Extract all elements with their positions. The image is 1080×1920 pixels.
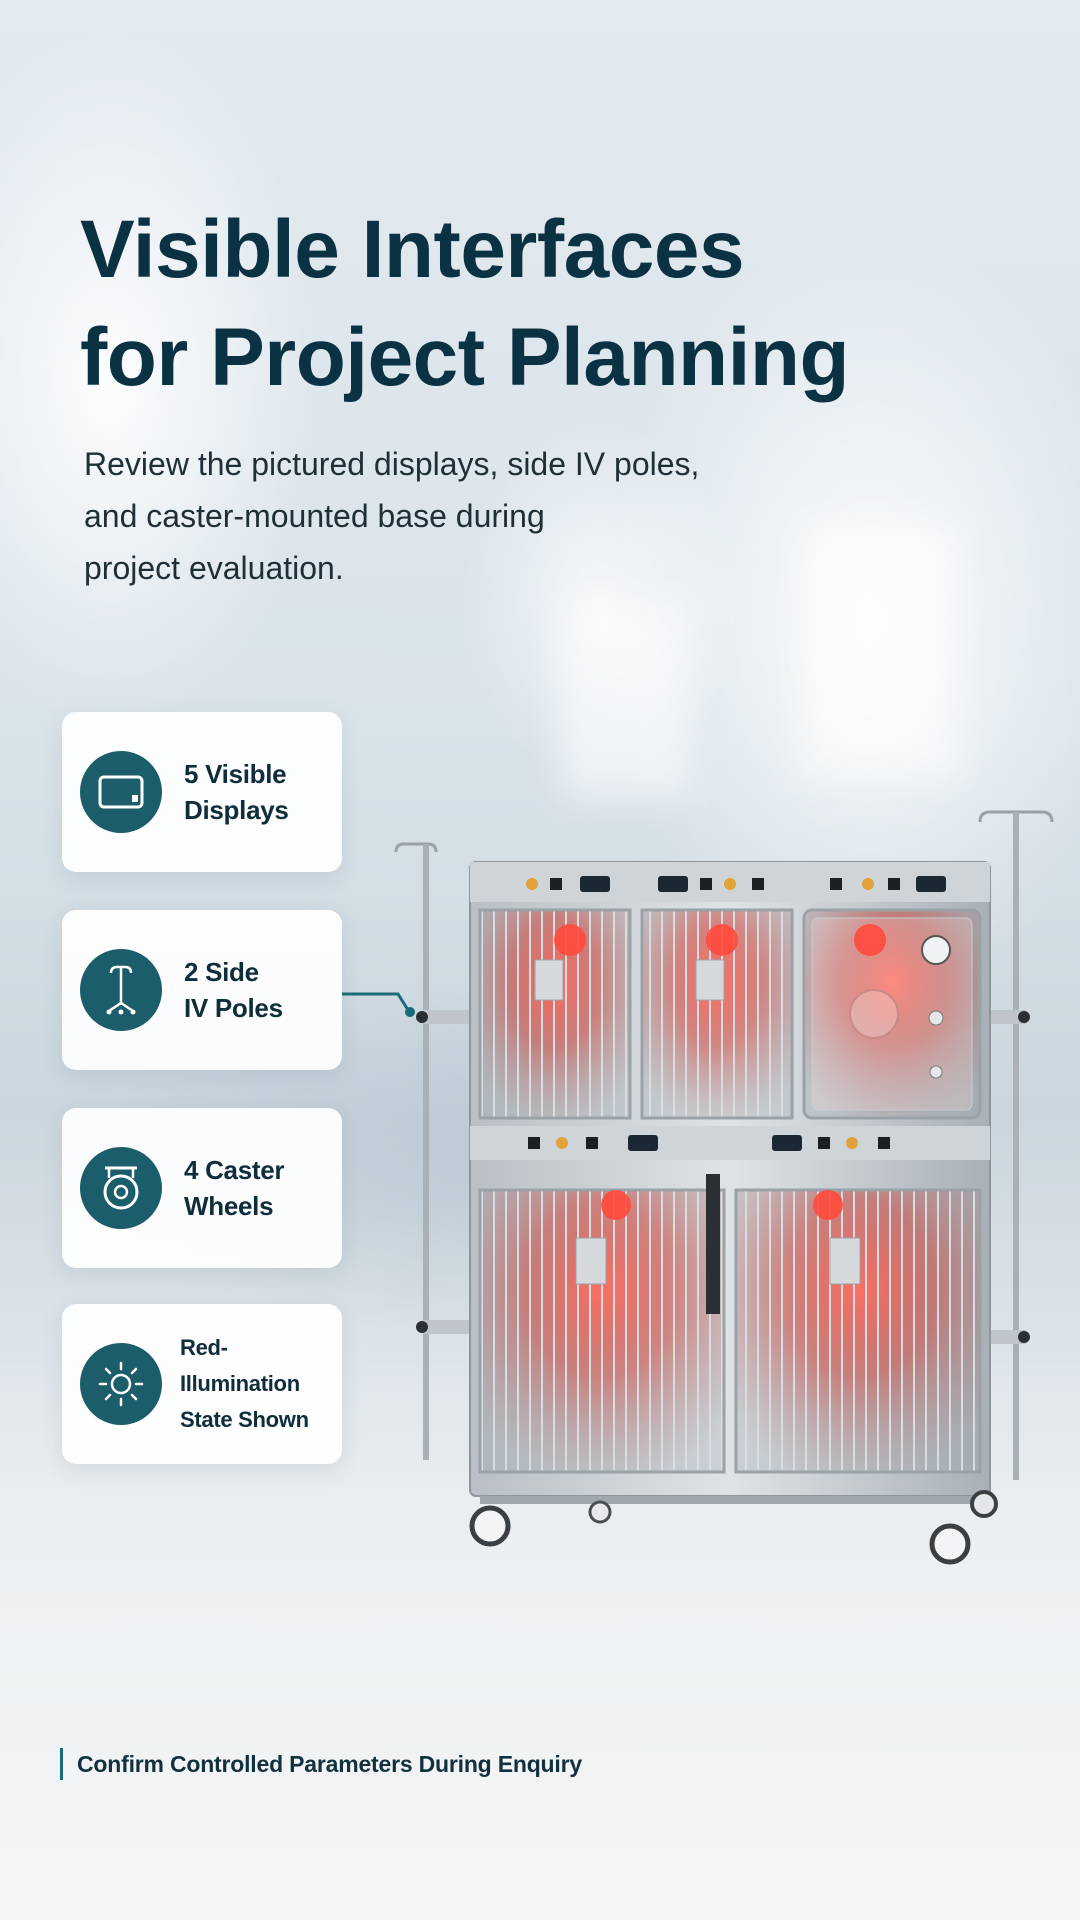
callout-connector xyxy=(342,992,415,1017)
page-subtitle: Review the pictured displays, side IV po… xyxy=(84,438,784,594)
feature-label: Red-Illumination State Shown xyxy=(180,1335,309,1432)
footer-cta: Confirm Controlled Parameters During Enq… xyxy=(60,1748,582,1780)
feature-card-displays: 5 Visible Displays xyxy=(62,712,342,872)
feature-label: 5 Visible Displays xyxy=(184,759,289,825)
display-icon xyxy=(628,1135,658,1151)
display-icon xyxy=(772,1135,802,1151)
feature-label: 2 Side IV Poles xyxy=(184,957,283,1023)
page-title: Visible Interfaces for Project Planning xyxy=(80,196,980,412)
lower-compartments xyxy=(478,1174,982,1474)
caster-wheels xyxy=(469,1490,998,1565)
display-icon xyxy=(916,876,946,892)
background-blur-window xyxy=(800,520,960,780)
top-control-strip xyxy=(470,862,990,902)
caster-wheel-icon xyxy=(80,1147,162,1229)
feature-card-iv-poles: 2 Side IV Poles xyxy=(62,910,342,1070)
feature-card-caster-wheels: 4 Caster Wheels xyxy=(62,1108,342,1268)
subtitle-line-3: project evaluation. xyxy=(84,550,344,586)
title-line-1: Visible Interfaces xyxy=(80,204,745,295)
subtitle-line-2: and caster-mounted base during xyxy=(84,498,545,534)
title-line-2: for Project Planning xyxy=(80,312,850,403)
feature-label: 4 Caster Wheels xyxy=(184,1155,285,1221)
feature-card-red-illumination: Red-Illumination State Shown xyxy=(62,1304,342,1464)
display-icon xyxy=(580,876,610,892)
upper-compartments xyxy=(478,908,982,1120)
iv-pole-icon xyxy=(80,949,162,1031)
sun-icon xyxy=(80,1343,162,1425)
display-icon xyxy=(80,751,162,833)
background-blur-window xyxy=(560,600,690,800)
cabinet-illustration xyxy=(394,810,1054,1565)
subtitle-line-1: Review the pictured displays, side IV po… xyxy=(84,446,700,482)
display-icon xyxy=(658,876,688,892)
left-iv-pole xyxy=(394,842,472,1460)
middle-control-strip xyxy=(470,1126,990,1160)
background-floor xyxy=(0,1480,1080,1920)
